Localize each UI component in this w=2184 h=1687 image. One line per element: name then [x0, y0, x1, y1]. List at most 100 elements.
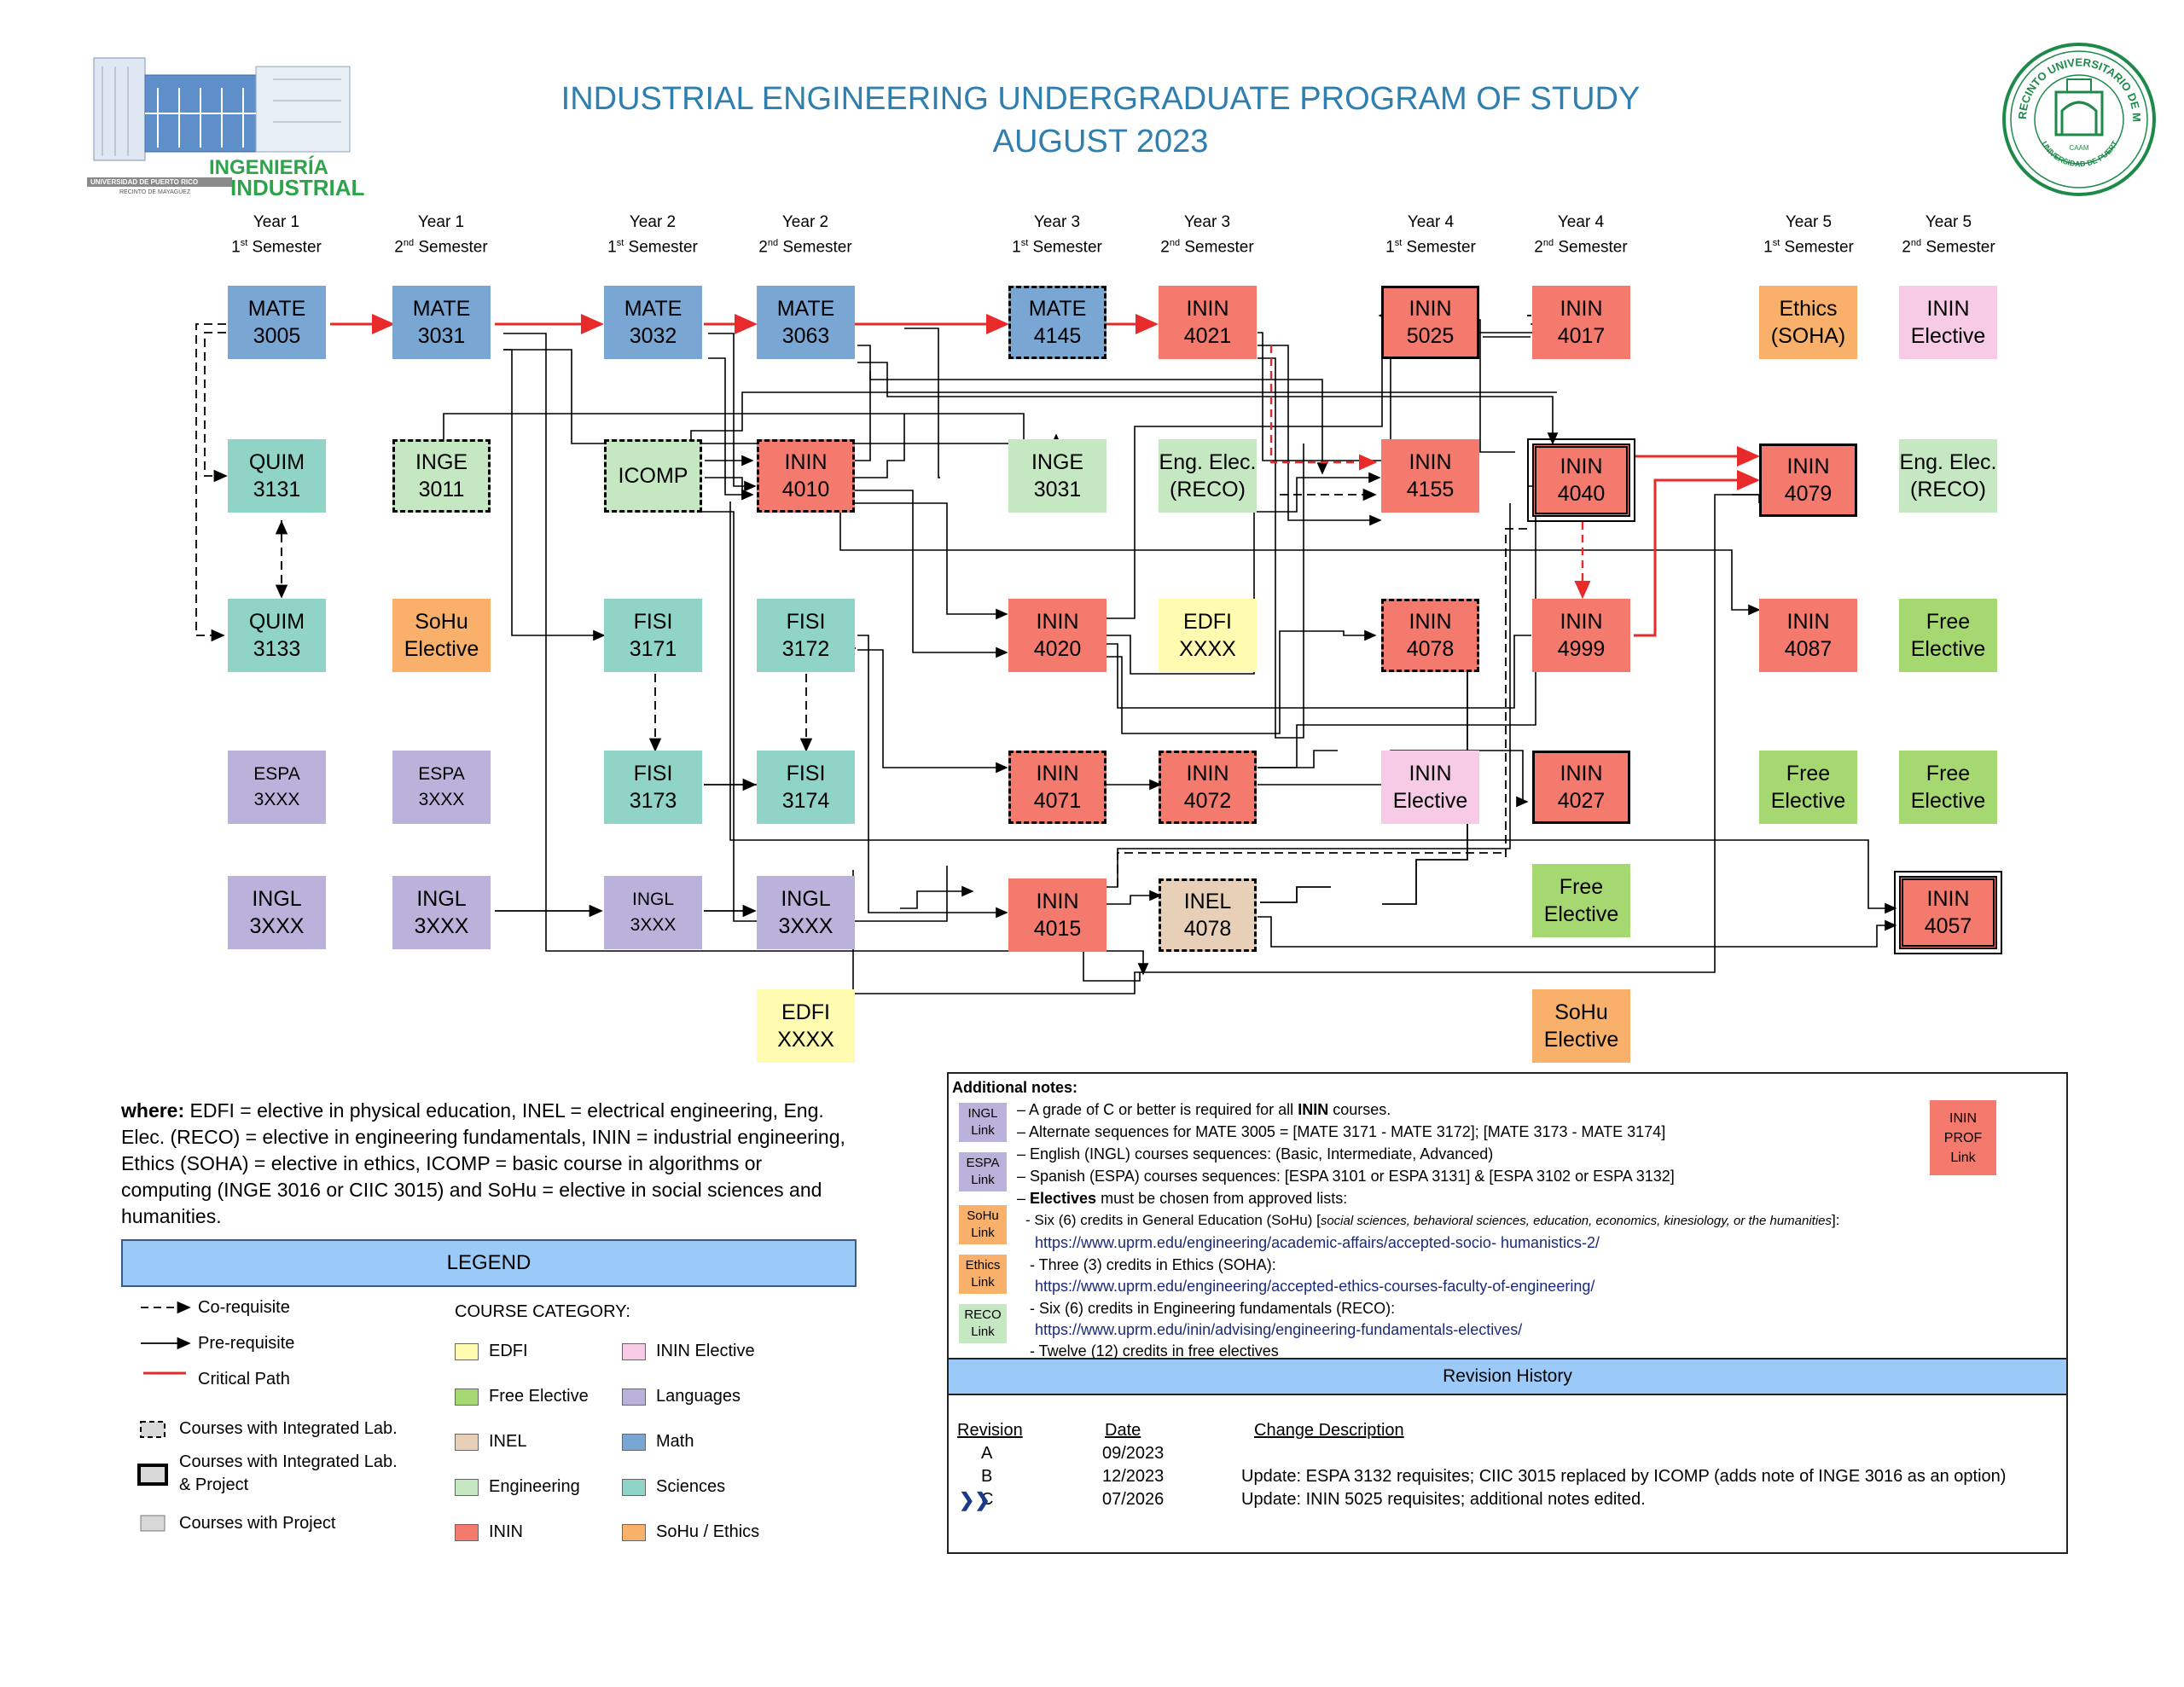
course-ethics[interactable]: Ethics(SOHA) — [1759, 286, 1857, 359]
course-number: Elective — [1910, 324, 1986, 348]
course-code: ININ — [1786, 610, 1830, 634]
category-legend-item: ININ — [455, 1522, 523, 1542]
category-label: Math — [656, 1432, 694, 1451]
course-code: INGL — [416, 887, 467, 911]
course-code: EDFI — [1183, 610, 1232, 634]
course-reco2[interactable]: Eng. Elec.(RECO) — [1899, 439, 1997, 513]
category-swatch — [622, 1433, 646, 1451]
semester-ordinal: nd — [1169, 238, 1181, 248]
course-number: 4021 — [1183, 324, 1232, 348]
note-5c: must be chosen from approved lists: — [1096, 1190, 1348, 1207]
revision-date: 07/2026 — [1102, 1490, 1165, 1509]
course-code: ININ — [1186, 297, 1229, 321]
inin-prof-link-tag[interactable]: ININ PROF Link — [1930, 1100, 1996, 1175]
semester-number: 1 — [1012, 238, 1021, 257]
sohu-link[interactable]: https://www.uprm.edu/engineering/academi… — [1035, 1234, 1600, 1251]
reco-link[interactable]: https://www.uprm.edu/inin/advising/engin… — [1035, 1321, 1523, 1338]
semester-term: 2nd Semester — [369, 233, 514, 258]
course-number: 5025 — [1406, 324, 1455, 348]
course-code: ININ — [784, 450, 828, 474]
prof-tag-line2: PROF — [1943, 1130, 1983, 1145]
course-code: ININ — [1409, 297, 1452, 321]
category-swatch — [622, 1342, 646, 1360]
revision-date: 09/2023 — [1102, 1444, 1165, 1463]
building-drawing-icon — [87, 57, 351, 187]
course-category-title: COURSE CATEGORY: — [455, 1302, 630, 1321]
semester-word: Semester — [1402, 238, 1476, 257]
category-swatch — [455, 1433, 479, 1451]
course-icomp[interactable]: ICOMP — [604, 439, 702, 513]
connector — [851, 414, 905, 478]
course-code: ININ — [1036, 762, 1079, 786]
category-swatch — [455, 1523, 479, 1541]
course-code: INGE — [1031, 450, 1084, 474]
category-label: Sciences — [656, 1477, 726, 1496]
corequisite-connector — [1117, 852, 1506, 887]
course-inin4021[interactable]: ININ 4021 — [1159, 286, 1257, 359]
course-number: (RECO) — [1170, 478, 1246, 501]
course-code: INGL — [252, 887, 302, 911]
course-inin5025[interactable]: ININ 5025 — [1381, 286, 1479, 359]
course-number: 3171 — [629, 637, 677, 661]
semester-number: 1 — [1385, 238, 1395, 257]
course-reco1[interactable]: Eng. Elec.(RECO) — [1159, 439, 1257, 513]
connector — [1258, 357, 1304, 739]
course-number: 3005 — [253, 324, 301, 348]
course-number: 3031 — [417, 324, 466, 348]
connector — [1107, 333, 1383, 619]
course-number: Elective — [1770, 789, 1846, 813]
ethics-link[interactable]: https://www.uprm.edu/engineering/accepte… — [1035, 1278, 1595, 1295]
